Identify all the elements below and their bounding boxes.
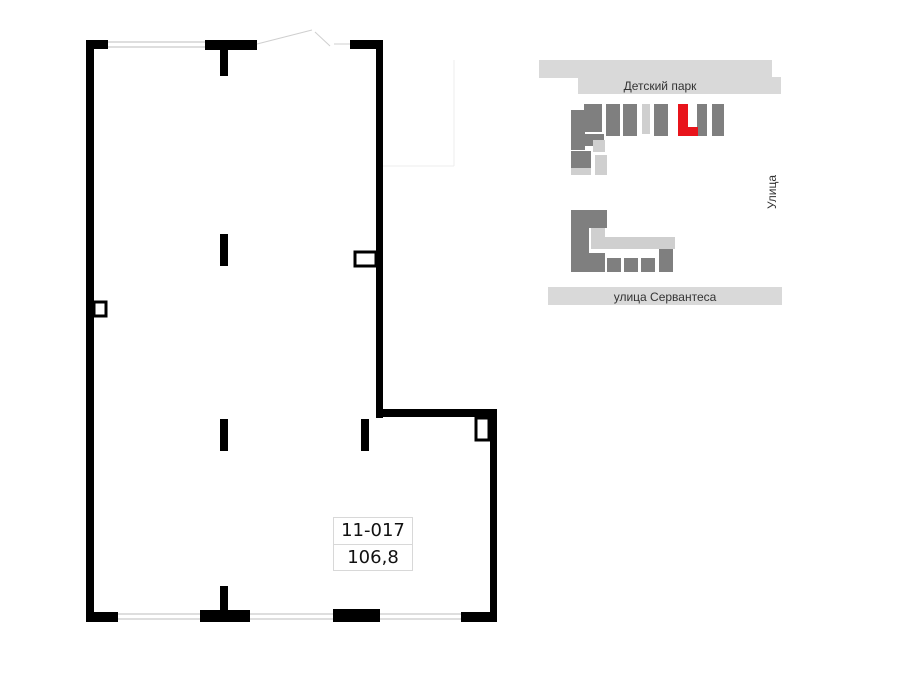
building-block-south-light <box>591 228 675 249</box>
south-road <box>548 287 782 305</box>
building-block-south <box>571 210 673 272</box>
exterior-lines <box>383 60 455 167</box>
east-road-label: Улица <box>765 174 779 210</box>
shaft-left <box>92 300 108 318</box>
unit-code: 11-017 <box>334 518 412 545</box>
north-road-label: Детский парк <box>623 79 697 93</box>
windows <box>108 41 461 620</box>
building-block-north-light <box>571 104 650 175</box>
unit-area: 106,8 <box>347 547 399 568</box>
highlighted-unit <box>678 104 698 136</box>
entrance-doors <box>256 29 350 47</box>
north-road-lower <box>578 77 781 94</box>
site-map <box>539 60 782 305</box>
south-road-label: улица Сервантеса <box>613 290 717 304</box>
walls <box>86 40 497 622</box>
north-road <box>539 60 772 78</box>
shaft-right <box>353 250 378 268</box>
building-block-north <box>571 104 724 171</box>
shaft-corner <box>474 416 491 442</box>
unit-label: 11-017 106,8 <box>333 517 413 571</box>
